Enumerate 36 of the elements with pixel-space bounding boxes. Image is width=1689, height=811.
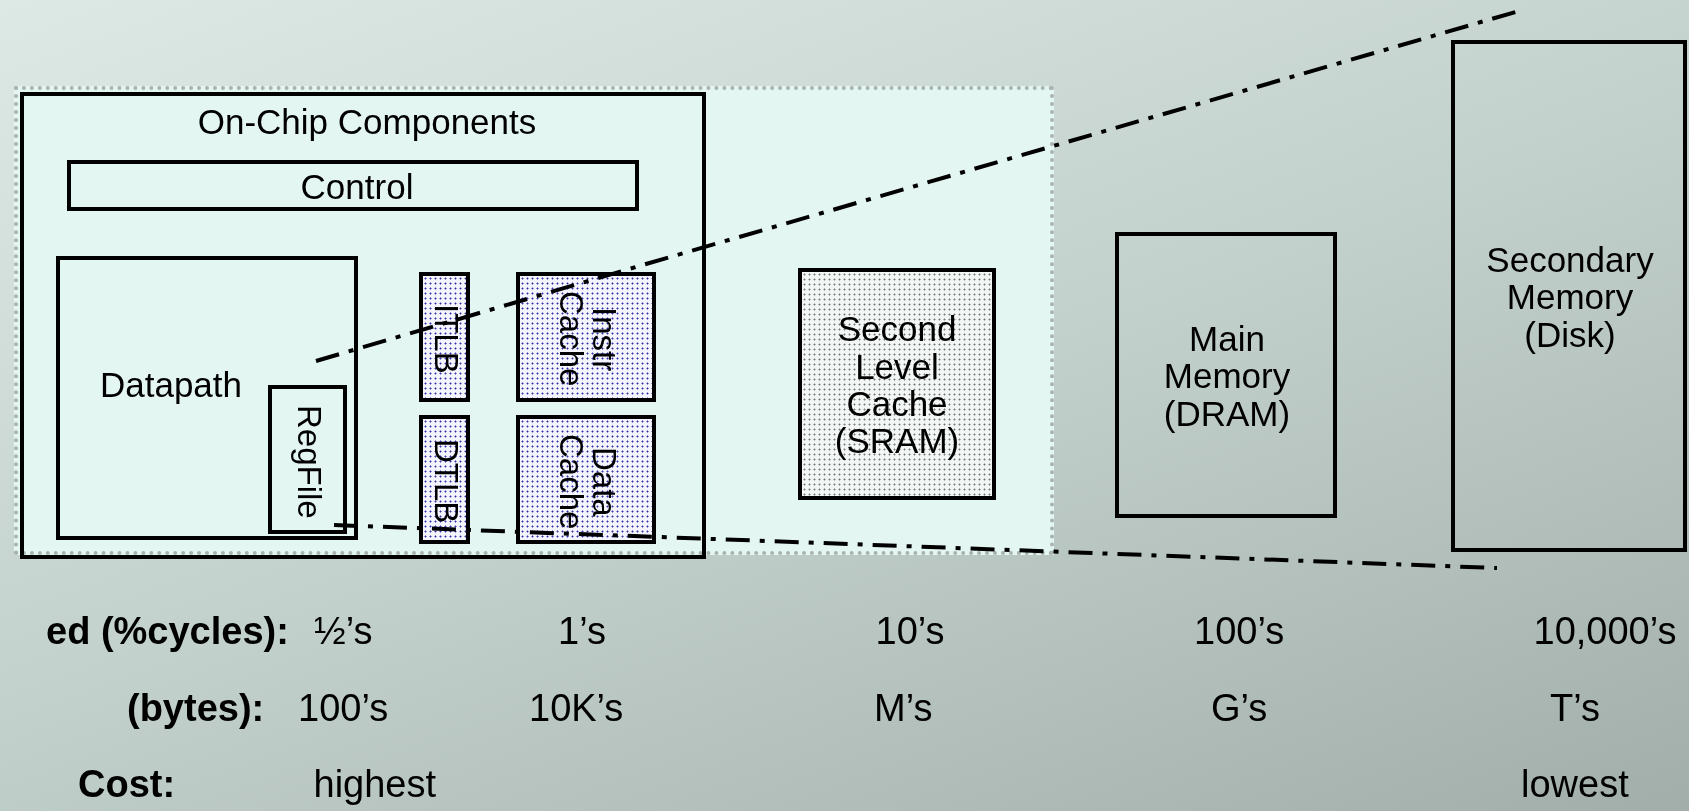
tlb-box <box>419 272 470 402</box>
table-value: 10K’s <box>529 687 624 730</box>
table-value: ½’s <box>314 610 373 653</box>
row-heading: (bytes): <box>127 687 265 730</box>
table-value: lowest <box>1521 763 1629 806</box>
box-label: Instr Cache <box>555 290 621 389</box>
box-label: On-Chip Components <box>197 103 537 141</box>
register-box <box>268 385 347 534</box>
table-value: T’s <box>1550 687 1600 730</box>
box-label: Data Cache <box>555 432 621 532</box>
chip-box <box>20 92 706 559</box>
table-value: M’s <box>874 687 933 730</box>
box-label: DTLB <box>430 439 463 524</box>
box-label: Main Memory (DRAM) <box>1162 319 1292 433</box>
box-label: Datapath <box>99 366 243 404</box>
datapath-box <box>56 256 358 540</box>
table-value: G’s <box>1211 687 1268 730</box>
table-value: 100’s <box>298 687 389 730</box>
box-label: Secondary Memory (Disk) <box>1485 240 1655 354</box>
table-value: 10’s <box>875 610 945 653</box>
cache-box <box>516 415 656 544</box>
memory-box <box>1115 232 1337 518</box>
box-label: Control <box>300 167 414 206</box>
cache-box <box>516 272 656 402</box>
table-value: 100’s <box>1194 610 1285 653</box>
cache-box <box>798 268 996 500</box>
box-label: RegFile <box>293 404 326 519</box>
table-value: 10,000’s <box>1533 610 1677 653</box>
box-label: Second Level Cache (SRAM) <box>833 310 961 460</box>
row-heading: Cost: <box>78 763 176 806</box>
control-box <box>67 160 639 211</box>
row-heading: ed (%cycles): <box>46 610 289 653</box>
box-label: ITLB <box>430 304 463 374</box>
table-value: highest <box>313 763 437 806</box>
table-value: 1’s <box>558 610 606 653</box>
tlb-box <box>419 415 470 544</box>
